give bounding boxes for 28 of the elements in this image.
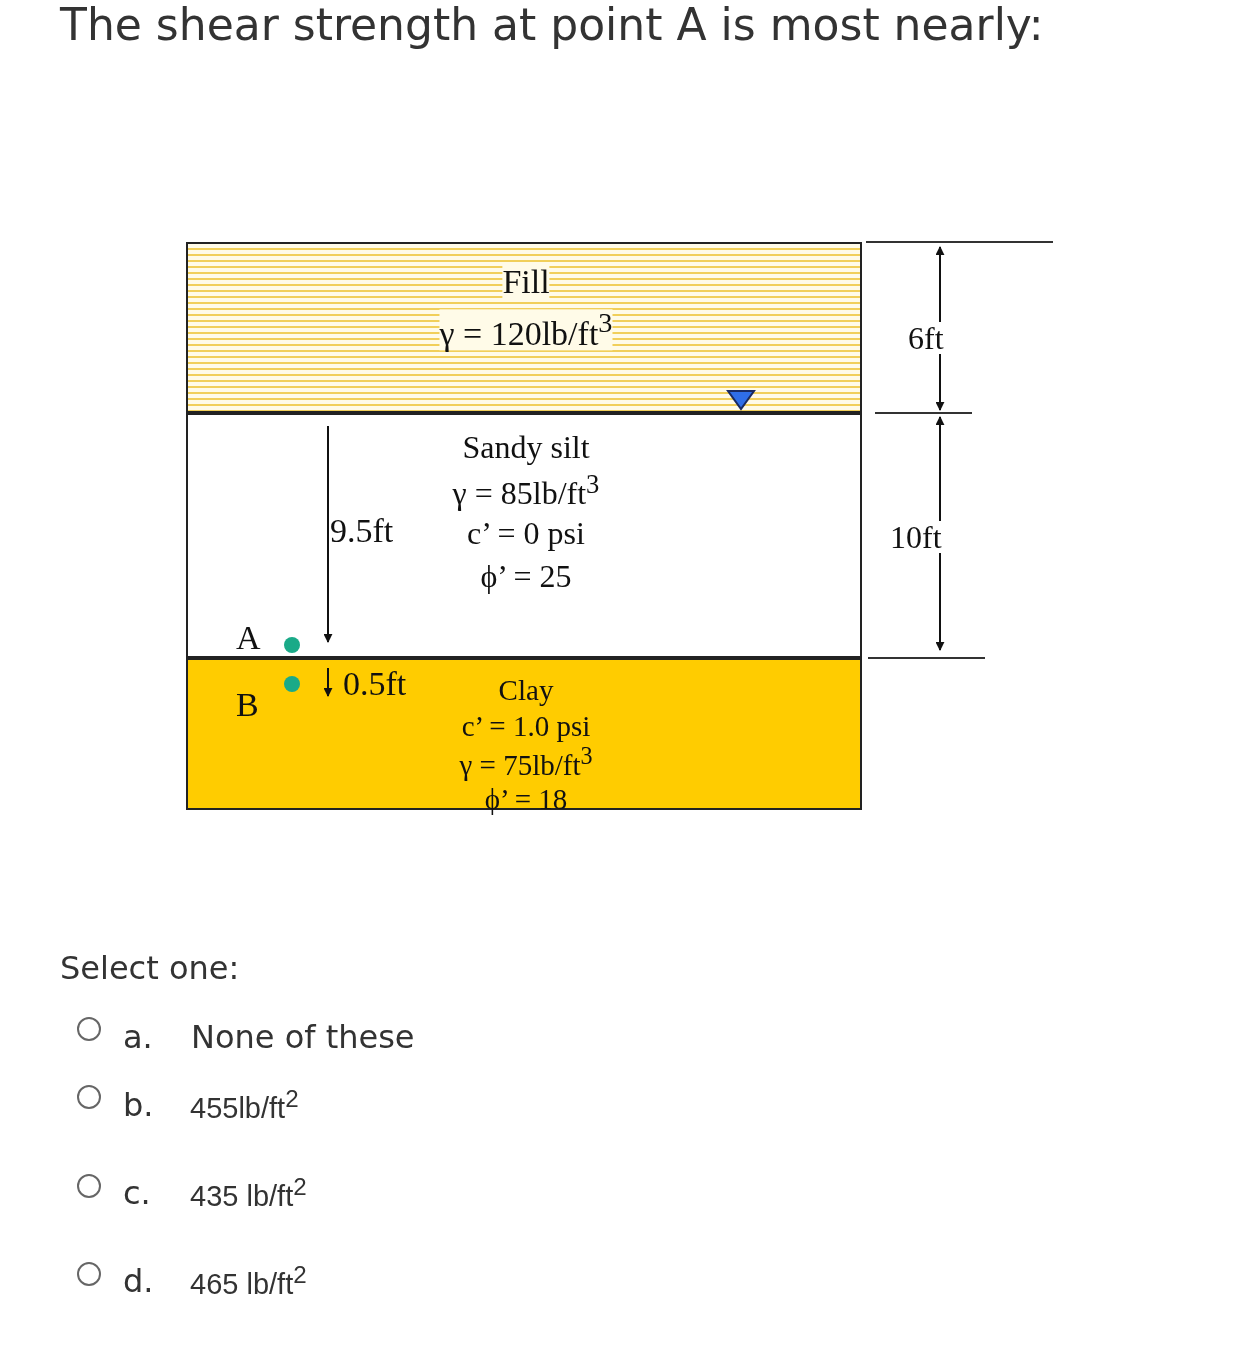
fill-layer: [186, 242, 862, 413]
option-text: 435 lb/ft$^{2}$: [190, 1175, 307, 1211]
prompt-text: Select one:: [60, 952, 240, 984]
option-text: 465 lb/ft$^{2}$: [190, 1263, 307, 1299]
dimension-label: 10ft: [890, 521, 942, 553]
point-label: A: [236, 621, 261, 655]
soil-property: ϕ’ = 18: [484, 784, 568, 814]
soil-property: ϕ’ = 25: [480, 560, 572, 592]
soil-property: γ = 85lb/ft$^{3}$: [452, 470, 600, 510]
option-text: 455lb/ft$^{2}$: [190, 1087, 299, 1123]
layer-name: Fill: [502, 265, 550, 299]
soil-property: c’ = 0 psi: [467, 517, 585, 549]
layer-name: Sandy silt: [462, 431, 590, 463]
dimension-label: 9.5ft: [330, 514, 394, 548]
dimension-label: 6ft: [908, 322, 944, 354]
option-letter: c.: [123, 1177, 151, 1209]
option-letter: b.: [123, 1089, 154, 1121]
point-label: B: [236, 688, 259, 722]
dimension-label: 0.5ft: [343, 667, 407, 701]
layer-name: Clay: [498, 675, 554, 705]
option-letter: d.: [123, 1265, 154, 1297]
soil-property: γ = 75lb/ft$^{3}$: [459, 744, 593, 780]
option-letter: a.: [123, 1021, 153, 1053]
soil-property: c’ = 1.0 psi: [461, 711, 591, 741]
question-title: The shear strength at point A is most nearly:: [60, 0, 1044, 50]
sandy-silt-layer: [186, 413, 862, 658]
option-text: None of these: [191, 1021, 415, 1053]
soil-property: γ = 120lb/ft$^{3}$: [439, 309, 613, 351]
